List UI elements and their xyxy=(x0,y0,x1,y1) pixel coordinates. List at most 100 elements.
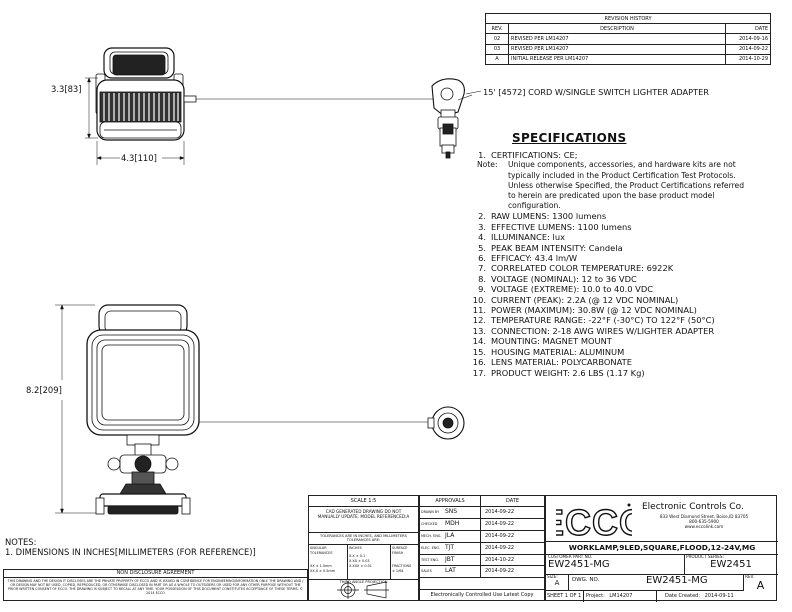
list-item: 10.CURRENT (PEAK): 2.2A (@ 12 VDC NOMINA… xyxy=(472,295,772,305)
spec-text: CONNECTION: 2-18 AWG WIRES W/LIGHTER ADA… xyxy=(491,325,715,336)
tolerance-block: SCALE 1:5 CAD GENERATED DRAWING DO NOT M… xyxy=(308,495,419,601)
front-view-worklamp xyxy=(86,304,200,515)
projection-label: THIRD ANGLE PROJECTION xyxy=(339,579,388,584)
dimension-height-front: 8.2[209] xyxy=(26,385,62,395)
spec-number: 14. xyxy=(472,336,486,347)
approval-role: CHECKED xyxy=(421,521,438,526)
revision-history-title: REVISION HISTORY xyxy=(485,12,771,25)
list-item: 4.ILLUMINANCE: lux xyxy=(472,232,772,242)
spec-number: 15. xyxy=(472,346,486,357)
table-row: MECH. ENG.JLA 2014-09-22 xyxy=(420,530,544,543)
cord-callout: 15' [4572] CORD W/SINGLE SWITCH LIGHTER … xyxy=(483,87,709,97)
approval-name: SNS xyxy=(445,507,481,518)
spec-text: PRODUCT WEIGHT: 2.6 LBS (1.17 Kg) xyxy=(491,367,645,378)
tolerance-value: X.XX ± 0.03 xyxy=(349,558,370,563)
date-cell: 2014-09-22 xyxy=(725,43,771,55)
spec-text: TEMPERATURE RANGE: -22°F (-30°C) TO 122°… xyxy=(491,315,715,326)
product-series-label: PRODUCT SERIES: xyxy=(686,554,724,559)
description-cell: REVISED PER LM14207 xyxy=(508,43,726,55)
notes-title: NOTES: xyxy=(5,537,37,547)
date-created-label: Date Created: xyxy=(665,593,701,599)
dimension-height-top: 3.3[83] xyxy=(51,84,82,94)
customer-part-label: CUSTOMER PART NO. xyxy=(548,554,593,559)
dimension-width: 4.3[110] xyxy=(121,153,157,163)
description-col-header: DESCRIPTION xyxy=(508,23,726,35)
spec-text: RAW LUMENS: 1300 lumens xyxy=(491,211,607,222)
spec-text: LENS MATERIAL: POLYCARBONATE xyxy=(491,357,632,368)
company-address: 833 West Diamond Street, Boise,ID 83705 xyxy=(659,514,749,519)
approval-name: JLA xyxy=(445,530,481,542)
size-label: SIZE: xyxy=(547,574,558,579)
approval-name: MDH xyxy=(445,518,481,530)
description-cell: INITIAL RELEASE PER LM14207 xyxy=(508,53,726,65)
approval-name: TJT xyxy=(445,542,481,554)
spec-number: 5. xyxy=(478,242,486,253)
list-item: 7. CORRELATED COLOR TEMPERATURE: 6922K xyxy=(472,263,772,273)
tolerance-value: XX ± 1.0mm xyxy=(310,563,332,568)
description-cell: REVISED PER LM14207 xyxy=(508,33,726,45)
spec-text: VOLTAGE (EXTREME): 10.0 to 40.0 VDC xyxy=(491,284,654,295)
spec-number: 16. xyxy=(472,357,486,368)
drawing-description: WORKLAMP,9LED,SQUARE,FLOOD,12-24V,MG xyxy=(546,541,778,555)
spec-number: 2. xyxy=(478,211,486,222)
tolerance-value: XX.X ± 0.5mm xyxy=(310,568,336,573)
spec-number: 12. xyxy=(472,315,486,326)
list-item: 17. PRODUCT WEIGHT: 2.6 LBS (1.17 Kg) xyxy=(472,368,772,378)
angular-tolerance-label: ANGULAR TOLERANCES xyxy=(310,545,333,555)
spec-number: 17. xyxy=(472,367,486,378)
approval-role: SALES xyxy=(421,569,432,574)
approvals-date-header: DATE xyxy=(505,498,519,504)
approval-date: 2014-09-22 xyxy=(485,509,515,515)
dwg-number: EW2451-MG xyxy=(646,575,708,586)
rev-value: A xyxy=(756,579,765,592)
table-row: 02 REVISED PER LM14207 2014-09-16 xyxy=(485,33,771,45)
note-text: Unique components, accessories, and hard… xyxy=(508,160,745,211)
list-item: 8.VOLTAGE (NOMINAL): 12 to 36 VDC xyxy=(472,274,772,284)
list-item: 5. PEAK BEAM INTENSITY: Candela xyxy=(472,243,772,253)
list-item: 15.HOUSING MATERIAL: ALUMINUM xyxy=(472,347,772,357)
surface-finish-label: SURFACE FINISH xyxy=(392,545,408,555)
spec-text: PEAK BEAM INTENSITY: Candela xyxy=(491,242,623,253)
rev-label: REV. xyxy=(745,574,755,579)
company-name: Electronic Controls Co. xyxy=(642,502,744,512)
ecco-logo: ECCO xyxy=(556,501,632,543)
spec-text: CORRELATED COLOR TEMPERATURE: 6922K xyxy=(491,263,674,274)
company-website: www.eccolink.com xyxy=(684,524,724,529)
approval-date: 2014-09-22 xyxy=(485,544,515,551)
spec-text: CERTIFICATIONS: CE; xyxy=(491,150,578,160)
spec-number: 3. xyxy=(478,221,486,232)
spec-text: MOUNTING: MAGNET MOUNT xyxy=(491,336,612,347)
spec-number: 1. xyxy=(478,150,486,160)
spec-number: 7. xyxy=(478,263,486,274)
tolerance-title: TOLERANCES ARE IN INCHES, AND MILLIMETER… xyxy=(309,533,418,545)
sheet-number: SHEET 1 OF 1 xyxy=(546,590,584,602)
size-value: A xyxy=(554,579,560,587)
list-item: 12. TEMPERATURE RANGE: -22°F (-30°C) TO 1… xyxy=(472,315,772,325)
nda-title: NON DISCLOSURE AGREEMENT xyxy=(4,570,307,578)
rev-cell: 03 xyxy=(485,43,509,55)
spec-text: POWER (MAXIMUM): 30.8W (@ 12 VDC NOMINAL… xyxy=(491,305,697,316)
tolerance-value: X.X ± 0.1 xyxy=(349,553,366,558)
approval-date: 2014-09-22 xyxy=(485,532,515,539)
date-cell: 2014-09-16 xyxy=(725,33,771,45)
fractions-label: FRACTIONS xyxy=(392,563,412,568)
list-item: 2. RAW LUMENS: 1300 lumens xyxy=(472,211,772,221)
specifications-list: 1. CERTIFICATIONS: CE; Note: Unique comp… xyxy=(472,150,772,378)
spec-number: 8. xyxy=(478,273,486,284)
product-series: EW2451 xyxy=(710,559,752,570)
table-row: A INITIAL RELEASE PER LM14207 2014-10-29 xyxy=(485,53,771,65)
company-phone: 800-635-5900 xyxy=(689,519,719,524)
list-item: 6.EFFICACY: 43.4 lm/W xyxy=(472,253,772,263)
certification-note: Note: Unique components, accessories, an… xyxy=(472,160,772,211)
list-item: 16. LENS MATERIAL: POLYCARBONATE xyxy=(472,357,772,367)
date-cell: 2014-10-29 xyxy=(725,53,771,65)
approval-role: MECH. ENG. xyxy=(421,533,442,538)
rev-cell: 02 xyxy=(485,33,509,45)
specifications-title: SPECIFICATIONS xyxy=(512,131,627,145)
list-item: 3.EFFECTIVE LUMENS: 1100 lumens xyxy=(472,222,772,232)
approval-role: ELEC. ENG. xyxy=(421,545,441,550)
approval-name: LAT xyxy=(445,566,481,578)
